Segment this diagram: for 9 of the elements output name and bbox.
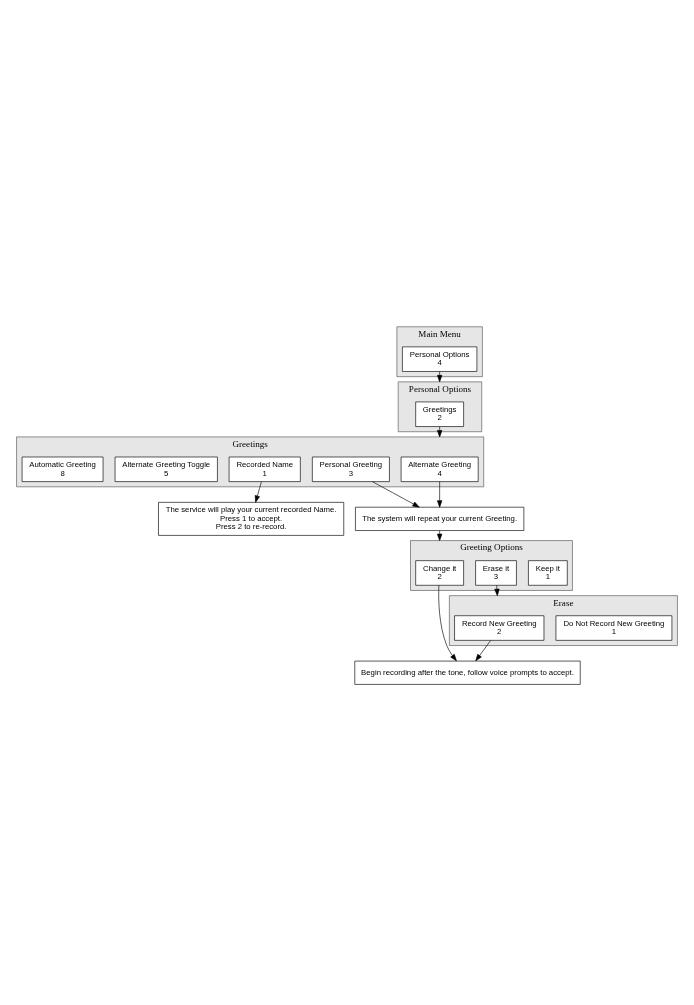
arrow: [437, 480, 443, 507]
arrow: [437, 425, 443, 437]
arrow: [372, 480, 420, 507]
arrow: [438, 584, 457, 661]
arrow: [437, 529, 443, 541]
arrow: [437, 370, 443, 382]
arrow: [254, 480, 262, 503]
arrow: [494, 584, 500, 596]
arrow: [475, 639, 491, 661]
